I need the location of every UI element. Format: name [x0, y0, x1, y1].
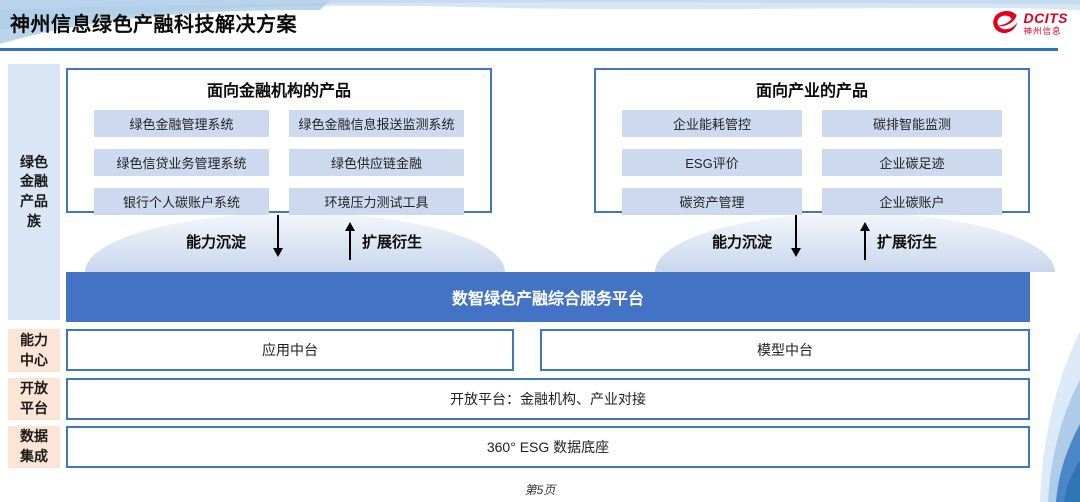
- product-item: 银行个人碳账户系统: [94, 188, 269, 215]
- middle-box-app: 应用中台: [66, 329, 514, 371]
- sidebar-label: 数据集成: [20, 428, 48, 464]
- sidebar-label: 开放平台: [20, 380, 48, 416]
- sidebar-item-product-family: 绿色金融产品族: [8, 64, 60, 320]
- product-item: 环境压力测试工具: [289, 188, 464, 215]
- product-group-industry: 面向产业的产品 企业能耗管控 碳排智能监测 ESG评价 企业碳足迹 碳资产管理 …: [594, 68, 1030, 215]
- sidebar-item-data-integration: 数据集成: [8, 426, 60, 468]
- top-banner-decoration: [0, 0, 1080, 44]
- data-foundation-row: 360° ESG 数据底座: [66, 426, 1030, 468]
- down-arrow-icon: [273, 215, 283, 257]
- flow-label-derive: 扩展衍生: [877, 234, 938, 251]
- page-title: 神州信息绿色产融科技解决方案: [10, 14, 297, 36]
- sidebar-item-open-platform: 开放平台: [8, 378, 60, 420]
- product-item: 绿色信贷业务管理系统: [94, 149, 269, 176]
- platform-title: 数智绿色产融综合服务平台: [451, 291, 644, 308]
- product-item: 碳排智能监测: [822, 110, 1002, 137]
- product-item: 碳资产管理: [622, 188, 802, 215]
- up-arrow-icon: [860, 222, 870, 260]
- product-item: 绿色供应链金融: [289, 149, 464, 176]
- dcits-swoosh-icon: [992, 11, 1017, 34]
- sidebar-item-capability-center: 能力中心: [8, 329, 60, 372]
- sidebar-label: 绿色金融产品族: [20, 153, 48, 229]
- dcits-brand-label: DCITS: [1023, 9, 1068, 26]
- flow-label-sink: 能力沉淀: [712, 234, 773, 251]
- product-grid: 企业能耗管控 碳排智能监测 ESG评价 企业碳足迹 碳资产管理 企业碳账户: [596, 101, 1028, 215]
- product-grid: 绿色金融管理系统 绿色金融信息报送监测系统 绿色信贷业务管理系统 绿色供应链金融…: [68, 101, 490, 215]
- dcits-brand-subtitle: 神州信息: [1023, 25, 1062, 36]
- dcits-logo-text: DCITS 神州信息: [1024, 11, 1069, 36]
- product-group-financial: 面向金融机构的产品 绿色金融管理系统 绿色金融信息报送监测系统 绿色信贷业务管理…: [66, 68, 492, 215]
- platform-bar: 数智绿色产融综合服务平台: [66, 272, 1030, 322]
- down-arrow-icon: [791, 215, 801, 257]
- product-item: 企业能耗管控: [622, 110, 802, 137]
- up-arrow-icon: [345, 222, 355, 260]
- page-footer: 第5页: [524, 483, 556, 497]
- product-group-title: 面向金融机构的产品: [206, 83, 351, 100]
- flow-label-derive: 扩展衍生: [362, 234, 423, 251]
- dome-decoration-left: [85, 213, 505, 272]
- product-group-title: 面向产业的产品: [755, 83, 868, 100]
- product-item: 企业碳账户: [822, 188, 1002, 215]
- flow-label-sink: 能力沉淀: [186, 234, 247, 251]
- product-item: 绿色金融管理系统: [94, 110, 269, 137]
- sidebar-label: 能力中心: [20, 331, 48, 368]
- header-underline: [0, 48, 1058, 51]
- corner-swoosh-decoration: [1040, 332, 1080, 502]
- product-item: 绿色金融信息报送监测系统: [289, 110, 464, 137]
- dcits-logo: DCITS 神州信息: [990, 10, 1069, 36]
- product-item: 企业碳足迹: [822, 149, 1002, 176]
- open-platform-row: 开放平台：金融机构、产业对接: [66, 378, 1030, 420]
- middle-box-model: 模型中台: [540, 329, 1030, 371]
- product-item: ESG评价: [622, 149, 802, 176]
